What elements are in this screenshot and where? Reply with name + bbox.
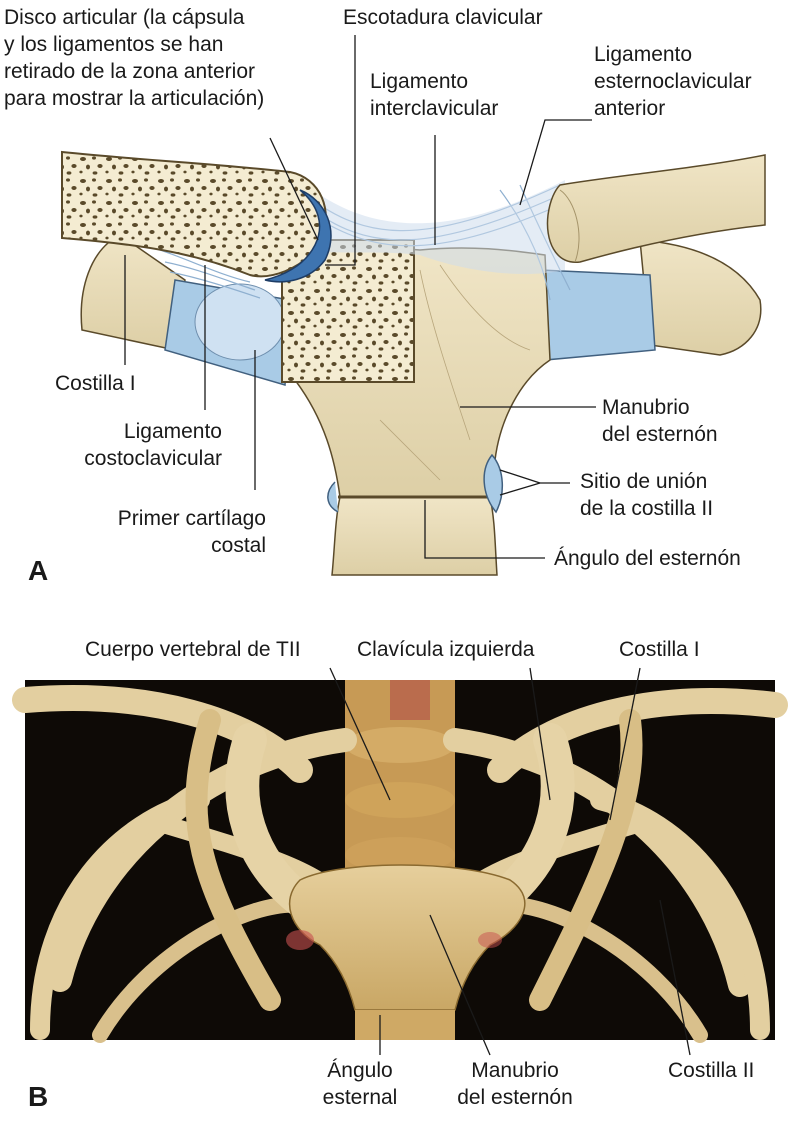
label-sternal-angle-b: Ángulo esternal (322, 1059, 398, 1109)
label-left-clavicle: Clavícula izquierda (357, 638, 535, 661)
label-articular-disc: Disco articular (la cápsula y los ligame… (4, 6, 265, 110)
label-t2-vertebral-body: Cuerpo vertebral de TII (85, 638, 301, 661)
left-second-rib-site (327, 481, 339, 513)
label-manubrium-b: Manubrio del esternón (457, 1059, 573, 1109)
label-costilla-i-a: Costilla I (55, 372, 136, 395)
ct-sternal-body (355, 1010, 455, 1040)
label-costilla-ii: Costilla II (668, 1059, 755, 1082)
label-interclavicular-ligament: Ligamento interclavicular (370, 70, 499, 120)
panel-letter-b: B (28, 1081, 49, 1112)
label-anterior-sc-ligament: Ligamento esternoclavicular anterior (594, 43, 752, 120)
label-second-rib-site: Sitio de unión de la costilla II (580, 470, 714, 520)
sternal-body (331, 496, 498, 576)
left-first-rib (80, 234, 291, 386)
anterior-sc-ligament (300, 180, 565, 275)
panel-letter-a: A (28, 555, 49, 586)
label-clavicular-notch: Escotadura clavicular (343, 6, 543, 29)
leader-lines-panel-a (124, 35, 596, 559)
label-costilla-i-b: Costilla I (619, 638, 700, 661)
label-manubrium-a: Manubrio del esternón (602, 396, 718, 446)
manubrium-texture (379, 264, 531, 481)
articular-disc (264, 189, 332, 283)
ct-manubrium (289, 864, 526, 1011)
ct-vertebral-column (345, 680, 455, 880)
label-costoclavicular-ligament: Ligamento costoclavicular (84, 420, 222, 470)
leader-lines-panel-b (329, 667, 691, 1056)
right-clavicle (546, 154, 766, 263)
ct-first-ribs (185, 709, 643, 1011)
label-sternal-angle-a: Ángulo del esternón (554, 547, 741, 570)
label-first-costal-cartilage: Primer cartílago costal (117, 507, 266, 557)
